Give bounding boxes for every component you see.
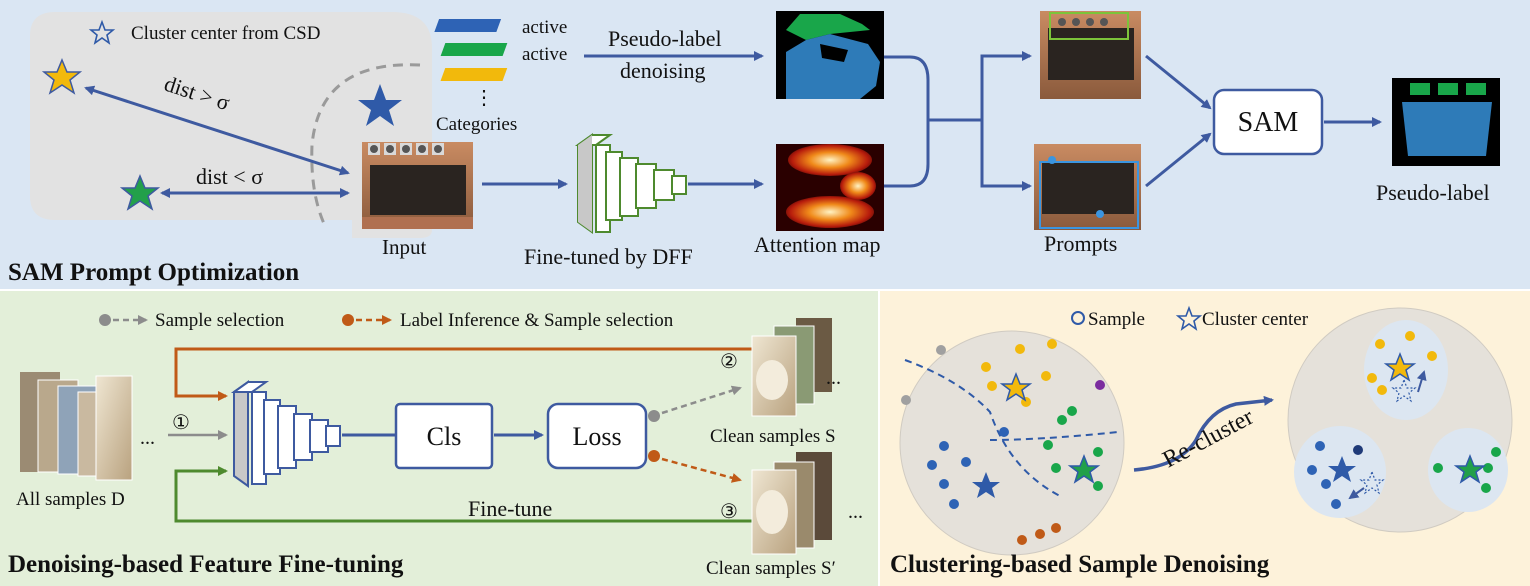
clean-samples-s-images [751,318,832,417]
feature-network [230,380,341,488]
dff-network [574,133,687,234]
attention-map-label: Attention map [754,232,880,257]
input-label: Input [382,235,426,259]
clean-samples-s-label: Clean samples S [710,426,836,447]
legend-cluster-center-label: Cluster center [1202,309,1309,330]
label-inference-loop [174,347,752,401]
legend-sample-label: Sample [1088,309,1145,330]
pseudo-label-output-label: Pseudo-label [1376,180,1490,205]
pseudo-label-denoising-2: denoising [620,58,706,83]
pseudo-label-output-image [1392,78,1500,166]
legend-orange-dot [342,314,354,326]
samples-after [1307,331,1501,509]
yellow-shift-arrow [1416,370,1427,393]
to-prompt-point-arrow [980,120,1032,191]
yellow-star-icon [41,58,83,95]
all-samples-label: All samples D [16,489,125,510]
blue-center-before-icon [972,472,1000,498]
legend-gray-dot [99,314,111,326]
clean-s-ellipsis: ... [826,367,841,389]
to-prompt-box-arrow [980,51,1032,120]
dist-greater-arrow [84,85,350,176]
dist-less-label: dist < σ [196,164,263,189]
attention-map-image [776,144,884,231]
active-label-1: active [522,17,567,38]
top-panel-title: SAM Prompt Optimization [8,259,299,286]
clean-samples-s-prime-images [751,452,832,555]
step1-label: ① [172,412,190,434]
orange-selection-dot [648,450,660,462]
category-bars [434,19,508,81]
loss-box [546,402,648,470]
orange-selection-arrow [661,457,742,483]
prompts-label: Prompts [1044,231,1117,256]
legend-star-icon [88,19,116,45]
pseudo-label-denoising-1: Pseudo-label [608,26,722,51]
noisy-pseudo-label-image [776,11,884,99]
legend-star-label: Cluster center from CSD [131,23,320,44]
prompt-point-to-sam-arrow [1145,132,1212,188]
yellow-center-before-icon [999,371,1033,402]
sample-space-before [899,330,1125,556]
blue-old-center-icon [1359,470,1385,495]
cls-box [394,402,494,470]
clean-s-prime-ellipsis: ... [848,501,863,523]
blue-shift-arrow [1348,487,1365,500]
all-samples-ellipsis: ... [140,427,155,449]
clean-samples-s-prime-label: Clean samples S′ [706,558,836,579]
cls-label: Cls [427,422,462,451]
blue-center-after-icon [1328,456,1356,482]
sam-box [1212,88,1324,156]
fine-tune-loop [174,466,752,523]
legend-label-inference: Label Inference & Sample selection [400,310,674,331]
recluster-arrow [1133,395,1274,472]
merge-line-top [884,55,930,120]
merge-line-bottom [884,120,930,188]
prompt-box-image [1040,11,1141,99]
bottom-left-title: Denoising-based Feature Fine-tuning [8,551,404,578]
finetuned-label: Fine-tuned by DFF [524,244,693,269]
gray-selection-dot [648,410,660,422]
boundary-line-2 [989,431,1119,441]
bottom-right-title: Clustering-based Sample Denoising [890,551,1270,578]
legend-cluster-center-icon [1175,305,1203,331]
green-center-before-icon [1067,453,1101,484]
gray-selection-arrow [661,385,742,415]
green-star-icon [119,174,161,211]
legend-sample-selection: Sample selection [155,310,285,331]
legend-sample-icon [1071,311,1085,325]
categories-ellipsis: ⋮ [474,87,494,109]
step2-label: ② [720,351,738,373]
blue-star-icon [358,84,402,126]
active-label-2: active [522,44,567,65]
boundary-line-1 [904,359,1061,497]
yellow-old-center-icon [1391,378,1417,403]
loss-label: Loss [572,422,621,451]
threshold-arc [310,63,421,229]
fine-tune-label: Fine-tune [468,496,552,521]
categories-label: Categories [436,114,517,135]
prompt-point-image [1034,144,1141,230]
yellow-center-after-icon [1383,351,1417,382]
all-samples-images [20,372,133,481]
sam-label: SAM [1238,107,1299,138]
green-center-after-icon [1453,453,1487,484]
input-image [362,142,473,229]
prompt-box-to-sam-arrow [1145,54,1212,110]
step3-label: ③ [720,501,738,523]
